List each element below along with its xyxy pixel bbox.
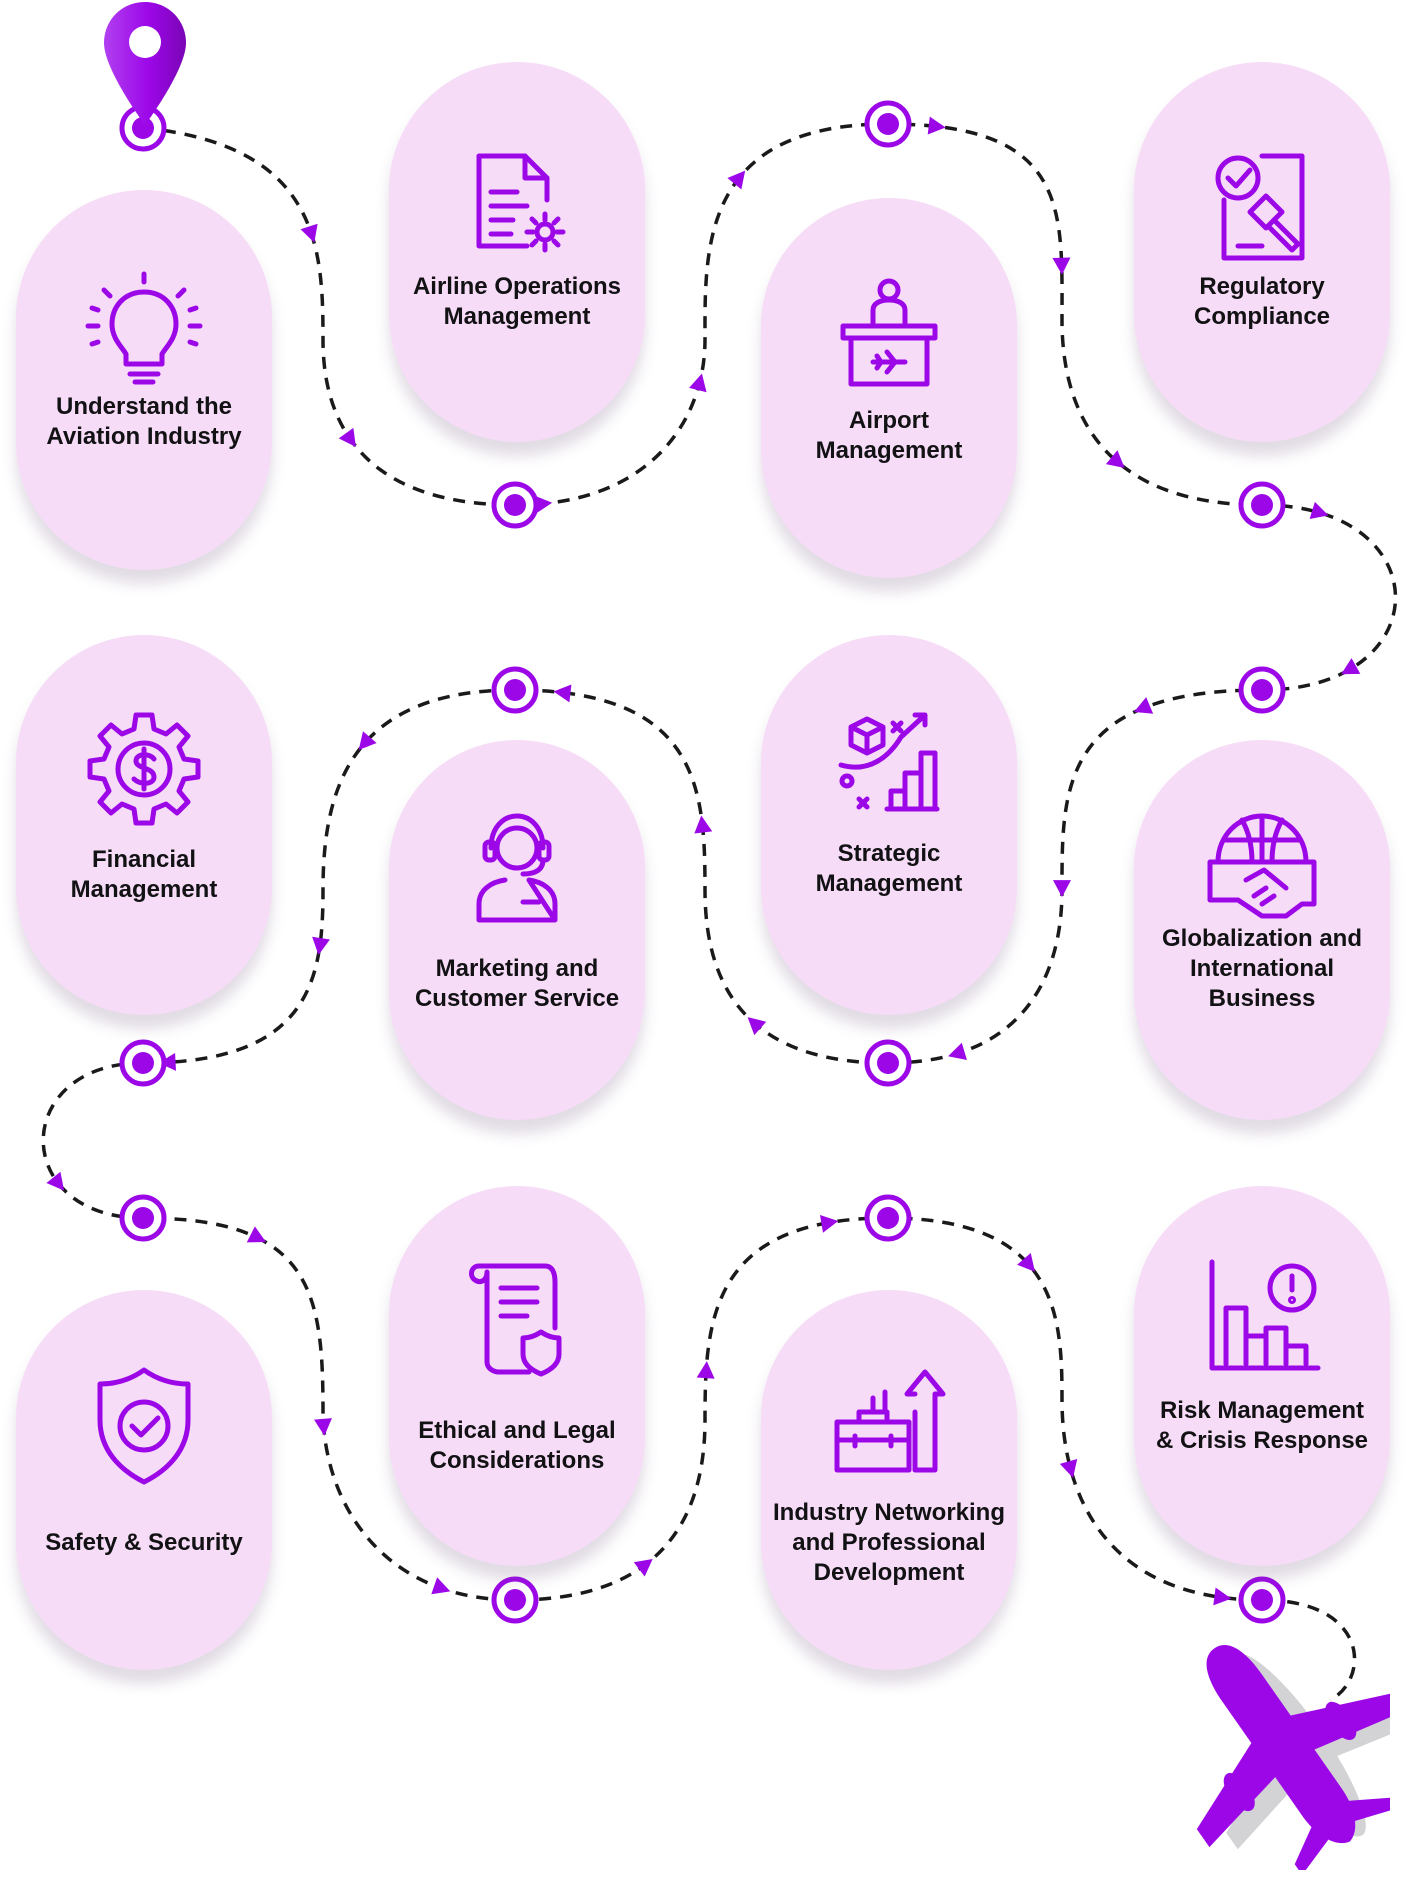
route-arrow — [338, 427, 356, 447]
step-label: Regulatory Compliance — [1193, 273, 1331, 330]
route-arrow — [820, 1214, 839, 1233]
step-card-aviation-industry: Understand the Aviation Industry — [16, 190, 272, 570]
route-arrow — [46, 1171, 65, 1191]
route-arrow — [1052, 257, 1071, 275]
route-arrow — [1017, 1252, 1035, 1272]
route-arrow — [534, 495, 553, 514]
step-label: Safety & Security — [45, 1529, 243, 1556]
step-label: Industry Networking and Professional Dev… — [772, 1499, 1006, 1586]
step-card-safety-security: Safety & Security — [16, 1290, 272, 1670]
route-arrow — [314, 1418, 332, 1436]
route-node-center — [877, 113, 899, 135]
step-card-industry-networking: Industry Networking and Professional Dev… — [761, 1290, 1017, 1670]
route-arrow — [358, 731, 377, 751]
route-nodes — [119, 100, 1286, 1624]
route-arrow — [1105, 450, 1125, 469]
scroll-shield-icon — [469, 1263, 562, 1377]
route-arrow — [747, 1017, 767, 1036]
route-arrow — [158, 1052, 177, 1071]
route-arrow — [927, 116, 946, 135]
route-arrow — [300, 223, 318, 243]
route-node-center — [504, 679, 526, 701]
route-node-center — [504, 1589, 526, 1611]
chart-alert-icon — [1209, 1259, 1321, 1371]
strategy-growth-icon — [838, 712, 940, 812]
check-in-desk-icon — [840, 278, 938, 387]
step-card-strategic-management: Strategic Management — [761, 635, 1017, 1015]
route-arrow — [312, 936, 330, 955]
step-label: Risk Management & Crisis Response — [1155, 1397, 1369, 1454]
step-card-airport-management: Airport Management — [761, 198, 1017, 578]
clipboard-gavel-icon — [1215, 153, 1305, 261]
step-label: Airline Operations Management — [412, 273, 622, 330]
route-arrows — [46, 116, 1361, 1606]
step-label: Airport Management — [815, 407, 963, 464]
step-label: Globalization and International Business — [1161, 925, 1362, 1012]
route-arrow — [689, 373, 707, 393]
route-node-center — [877, 1207, 899, 1229]
step-card-globalization: Globalization and International Business — [1134, 740, 1390, 1120]
step-card-ethical-legal: Ethical and Legal Considerations — [389, 1186, 645, 1566]
airplane-icon — [1196, 1645, 1390, 1870]
lightbulb-icon — [85, 271, 203, 385]
route-arrow — [1341, 658, 1361, 675]
route-arrow — [1309, 501, 1329, 520]
globe-handshake-icon — [1207, 813, 1317, 919]
step-card-regulatory-compliance: Regulatory Compliance — [1134, 62, 1390, 442]
location-pin-icon — [104, 2, 186, 125]
route-arrow — [553, 684, 572, 703]
briefcase-growth-icon — [834, 1369, 946, 1473]
dollar-gear-icon — [87, 712, 201, 826]
shield-check-icon — [97, 1367, 191, 1485]
step-card-marketing: Marketing and Customer Service — [389, 740, 645, 1120]
route-arrow — [431, 1577, 451, 1595]
document-gear-icon — [476, 153, 566, 253]
route-node-center — [1251, 679, 1273, 701]
route-arrow — [1133, 697, 1154, 714]
route-node-center — [132, 1052, 154, 1074]
route-arrow — [246, 1226, 267, 1243]
route-node-center — [1251, 1589, 1273, 1611]
step-card-risk-management: Risk Management & Crisis Response — [1134, 1186, 1390, 1566]
route-arrow — [948, 1042, 967, 1060]
route-arrow — [1053, 880, 1072, 898]
route-node-center — [132, 117, 154, 139]
step-card-financial-management: Financial Management — [16, 635, 272, 1015]
route-node-center — [877, 1052, 899, 1074]
route-node-center — [504, 494, 526, 516]
step-label: Marketing and Customer Service — [414, 955, 620, 1012]
step-label: Strategic Management — [815, 840, 963, 897]
route-arrow — [633, 1559, 653, 1577]
step-card-airline-operations: Airline Operations Management — [389, 62, 645, 442]
headset-agent-icon — [476, 813, 558, 923]
route-arrow — [696, 1361, 715, 1379]
step-label: Financial Management — [70, 846, 218, 903]
route-node-center — [132, 1207, 154, 1229]
route-arrow — [694, 815, 713, 834]
step-label: Ethical and Legal Considerations — [418, 1417, 616, 1474]
route-arrow — [1059, 1459, 1078, 1478]
route-arrow — [1213, 1587, 1232, 1606]
route-arrow — [727, 170, 746, 190]
step-label: Understand the Aviation Industry — [46, 393, 242, 450]
route-node-center — [1251, 494, 1273, 516]
